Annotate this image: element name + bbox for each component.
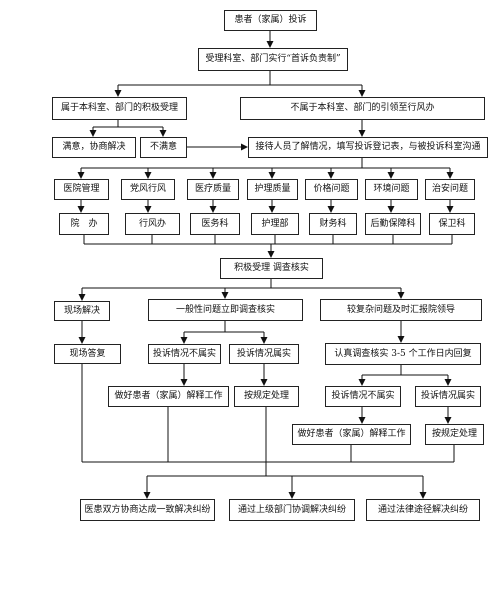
complex-true-box: 投诉情况属实	[415, 386, 481, 407]
general-issue-box: 一般性问题立即调查核实	[148, 299, 303, 321]
general-not-true-box: 投诉情况不属实	[148, 344, 221, 364]
onsite-reply-box: 现场答复	[54, 344, 121, 364]
dept-nursing: 护理部	[251, 213, 299, 235]
category-hospital-management: 医院管理	[54, 179, 109, 200]
category-nursing-quality: 护理质量	[247, 179, 298, 200]
first-responsibility-box: 受理科室、部门实行“首诉负责制”	[198, 48, 348, 71]
dept-security: 保卫科	[429, 213, 475, 235]
dept-hospital-office: 院 办	[59, 213, 109, 235]
complaint-box: 患者（家属）投诉	[224, 10, 317, 31]
other-dept-box: 不属于本科室、部门的引领至行风办	[240, 97, 485, 120]
final-negotiation-box: 医患双方协商达成一致解决纠纷	[80, 499, 215, 521]
reception-box: 接待人员了解情况，填写投诉登记表，与被投诉科室沟通	[248, 137, 488, 158]
onsite-box: 现场解决	[54, 301, 110, 321]
complex-handle-box: 按规定处理	[425, 424, 484, 445]
dept-logistics: 后勤保障科	[365, 213, 421, 235]
complex-issue-box: 较复杂问题及时汇报院领导	[320, 299, 482, 321]
general-explain-box: 做好患者（家属）解释工作	[108, 386, 229, 407]
category-environment: 环境问题	[365, 179, 418, 200]
final-superior-box: 通过上级部门协调解决纠纷	[229, 499, 355, 521]
own-dept-box: 属于本科室、部门的积极受理	[52, 97, 187, 120]
investigate-box: 积极受理 调查核实	[220, 258, 323, 279]
unsatisfied-box: 不满意	[140, 137, 187, 158]
general-handle-box: 按规定处理	[234, 386, 299, 407]
dept-medical-affairs: 医务科	[190, 213, 240, 235]
category-security: 治安问题	[425, 179, 475, 200]
satisfied-box: 满意，协商解决	[52, 137, 136, 158]
category-price: 价格问题	[305, 179, 358, 200]
verify-days-box: 认真调查核实 3-5 个工作日内回复	[325, 343, 481, 365]
category-medical-quality: 医疗质量	[187, 179, 239, 200]
general-true-box: 投诉情况属实	[229, 344, 299, 364]
dept-finance: 财务科	[309, 213, 357, 235]
complex-not-true-box: 投诉情况不属实	[325, 386, 401, 407]
dept-conduct-office: 行风办	[125, 213, 180, 235]
complex-explain-box: 做好患者（家属）解释工作	[292, 424, 411, 445]
final-legal-box: 通过法律途径解决纠纷	[366, 499, 480, 521]
category-party-conduct: 党风行风	[121, 179, 175, 200]
